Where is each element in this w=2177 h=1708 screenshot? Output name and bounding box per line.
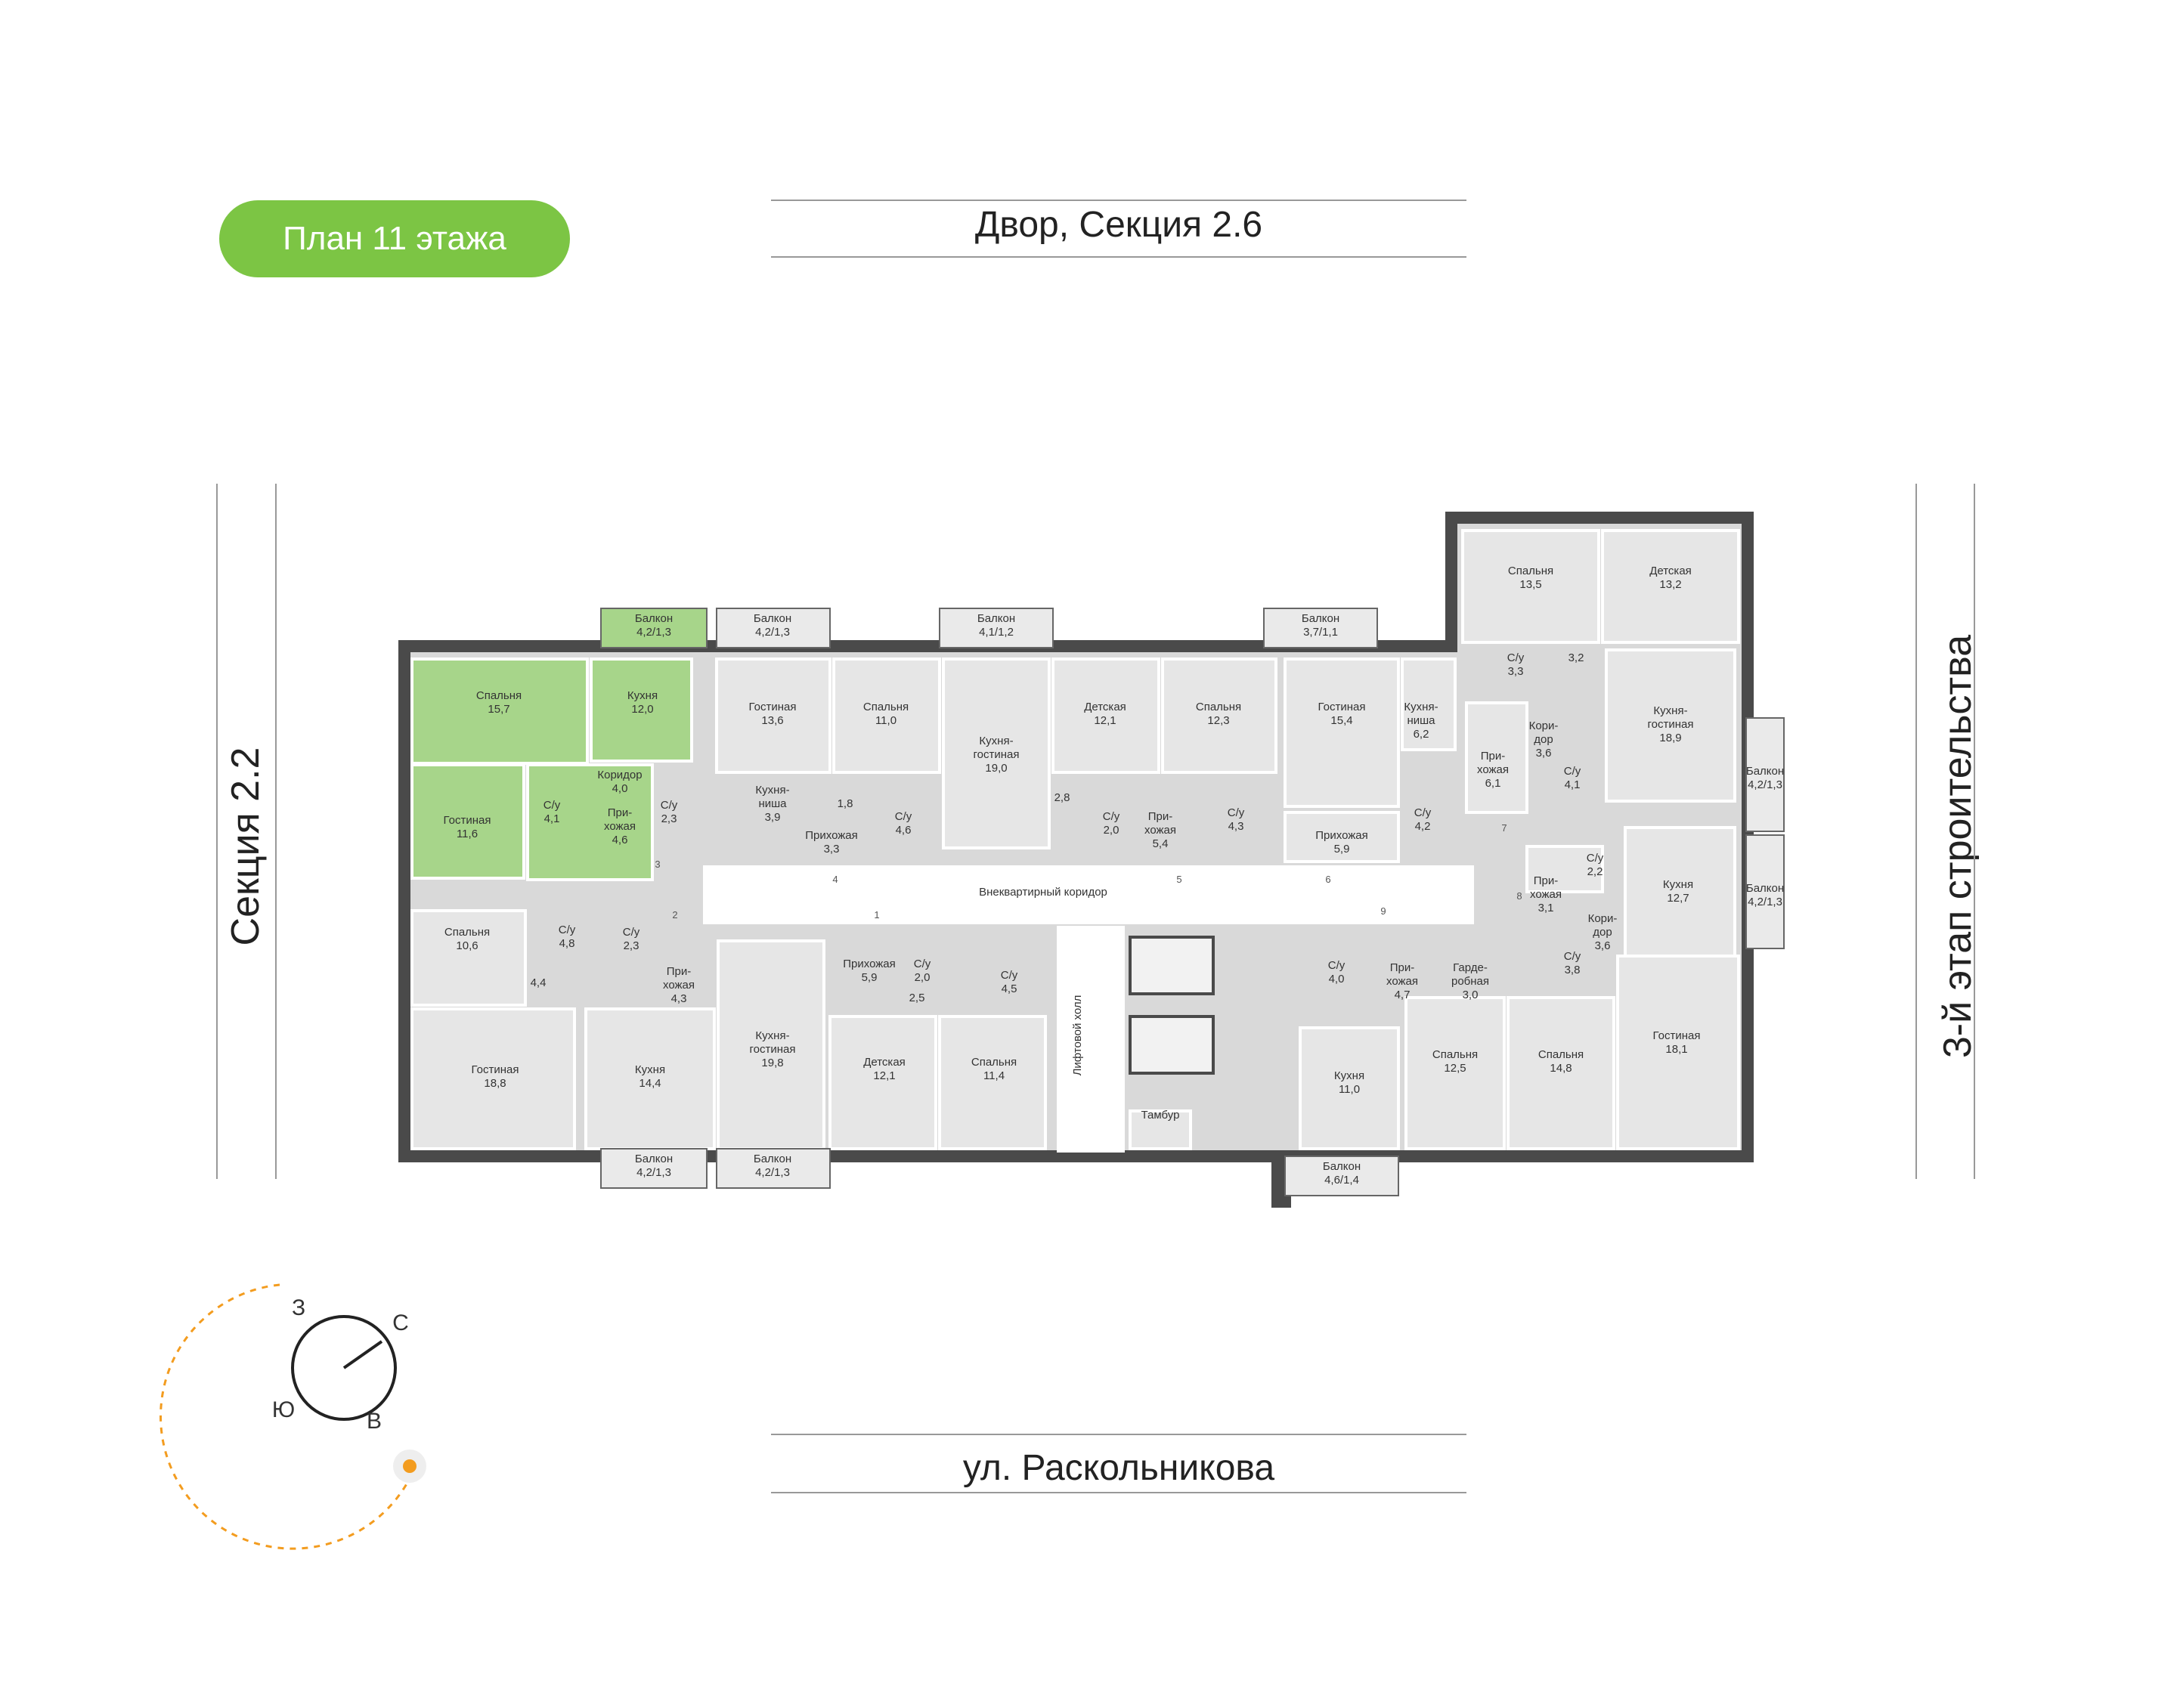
door-number: 8 (1516, 890, 1522, 902)
compass: С З Ю В (159, 1283, 426, 1550)
sun-path-icon (159, 1283, 410, 1550)
tambour-label: Тамбур (1141, 1109, 1180, 1122)
outer-corridor-label: Внеквартирный коридор (979, 886, 1107, 899)
compass-east: В (367, 1409, 382, 1434)
balconies (600, 608, 1785, 1196)
door-number: 9 (1380, 905, 1386, 917)
floor-badge: План 11 этажа (219, 200, 570, 277)
room-label: 2,5 (909, 992, 925, 1004)
compass-north: С (392, 1310, 409, 1335)
top-label: Двор, Секция 2.6 (974, 205, 1263, 245)
sun-core (403, 1459, 417, 1473)
door-number: 3 (655, 859, 660, 870)
room-label: 4,4 (531, 976, 547, 989)
lift-hall-label: Лифтовой холл (1071, 995, 1084, 1076)
door-number: 6 (1325, 874, 1330, 885)
door-number: 5 (1176, 874, 1181, 885)
room-label: 3,2 (1568, 651, 1584, 664)
compass-circle (291, 1315, 397, 1421)
room-label: 1,8 (838, 797, 853, 810)
corridor (703, 865, 1474, 924)
compass-west: З (292, 1295, 305, 1320)
room-label: 2,8 (1054, 791, 1070, 804)
door-number: 2 (672, 909, 677, 921)
door-number: 7 (1501, 822, 1507, 834)
lift-hall (1057, 926, 1125, 1153)
compass-south: Ю (272, 1397, 295, 1422)
door-number: 1 (874, 909, 879, 921)
compass-needle (342, 1340, 383, 1369)
bottom-label: ул. Раскольникова (962, 1448, 1275, 1488)
door-number: 4 (832, 874, 838, 885)
rooms (410, 529, 1740, 1150)
guide-lines (216, 200, 1975, 1493)
